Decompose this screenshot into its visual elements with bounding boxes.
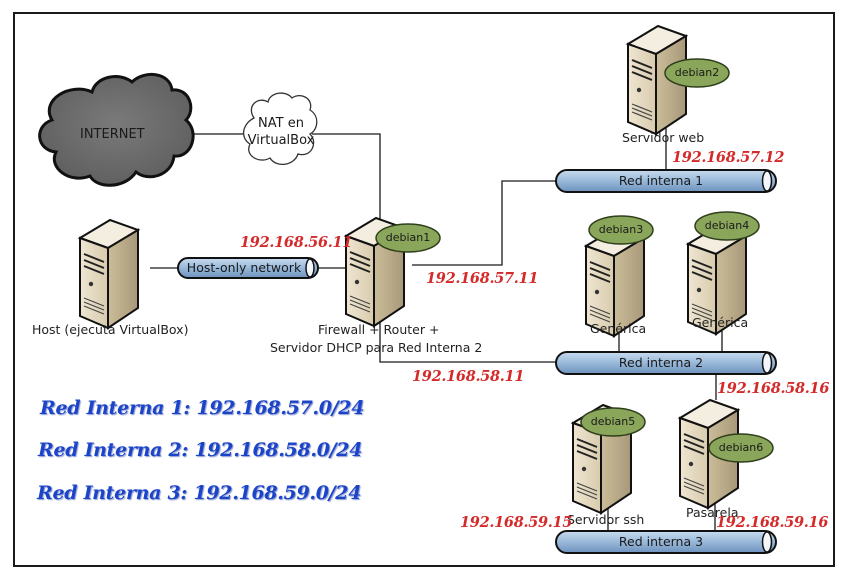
link-debian1-red2 bbox=[379, 318, 556, 363]
ip-debian1-hostonly: 192.168.56.11 bbox=[240, 234, 353, 251]
red-interna-3-label: Red interna 3 bbox=[618, 534, 704, 549]
ip-debian6-red2: 192.168.58.16 bbox=[717, 380, 830, 397]
host-label: Host (ejecuta VirtualBox) bbox=[32, 322, 189, 337]
link-nat-debian1 bbox=[312, 133, 381, 222]
badge-debian3-shape bbox=[588, 215, 654, 245]
pipe-red-interna-2 bbox=[555, 351, 777, 375]
ip-debian1-red2: 192.168.58.11 bbox=[412, 368, 525, 385]
nat-label-line1: NAT en bbox=[258, 116, 304, 131]
link-debian1-red1 bbox=[412, 180, 556, 266]
ip-debian5-red3: 192.168.59.15 bbox=[460, 514, 573, 531]
debian3-label: Genérica bbox=[590, 321, 647, 336]
badge-debian2-shape bbox=[664, 58, 730, 88]
ip-debian1-red1: 192.168.57.11 bbox=[426, 270, 539, 287]
badge-debian3: debian3 bbox=[598, 223, 644, 236]
debian4-label: Genérica bbox=[692, 315, 749, 330]
pipe-red-interna-3 bbox=[555, 530, 777, 554]
nat-cloud bbox=[243, 92, 318, 165]
nat-label-line2: VirtualBox bbox=[247, 133, 315, 148]
red-interna-1-label: Red interna 1 bbox=[618, 173, 704, 188]
ip-debian2-red1: 192.168.57.12 bbox=[672, 149, 785, 166]
host-only-network-label: Host-only network bbox=[186, 260, 302, 275]
debian1-label-line2: Servidor DHCP para Red Interna 2 bbox=[270, 340, 483, 355]
nat-label: NAT en VirtualBox bbox=[246, 115, 316, 149]
badge-debian1: debian1 bbox=[385, 231, 431, 244]
debian6-label: Pasarela bbox=[686, 505, 739, 520]
debian2-label: Servidor web bbox=[622, 130, 705, 145]
badge-debian6: debian6 bbox=[718, 441, 764, 454]
server-host-icon bbox=[79, 219, 139, 329]
internet-cloud bbox=[38, 73, 195, 187]
badge-debian1-shape bbox=[375, 223, 441, 253]
pipe-host-only bbox=[177, 257, 319, 279]
pipe-red-interna-1 bbox=[555, 169, 777, 193]
legend-red-interna-3: Red Interna 3: 192.168.59.0/24 bbox=[37, 482, 362, 504]
badge-debian6-shape bbox=[708, 433, 774, 463]
ip-debian6-red3: 192.168.59.16 bbox=[716, 514, 829, 531]
badge-debian5: debian5 bbox=[590, 415, 636, 428]
badge-debian4-shape bbox=[694, 211, 760, 241]
legend-red-interna-1: Red Interna 1: 192.168.57.0/24 bbox=[40, 397, 365, 419]
badge-debian2: debian2 bbox=[674, 66, 720, 79]
legend-red-interna-2: Red Interna 2: 192.168.58.0/24 bbox=[38, 439, 363, 461]
debian5-label: Servidor ssh bbox=[567, 512, 645, 527]
red-interna-2-label: Red interna 2 bbox=[618, 355, 704, 370]
badge-debian4: debian4 bbox=[704, 219, 750, 232]
internet-label: INTERNET bbox=[80, 127, 145, 142]
badge-debian5-shape bbox=[580, 407, 646, 437]
debian1-label-line1: Firewall + Router + bbox=[318, 322, 440, 337]
